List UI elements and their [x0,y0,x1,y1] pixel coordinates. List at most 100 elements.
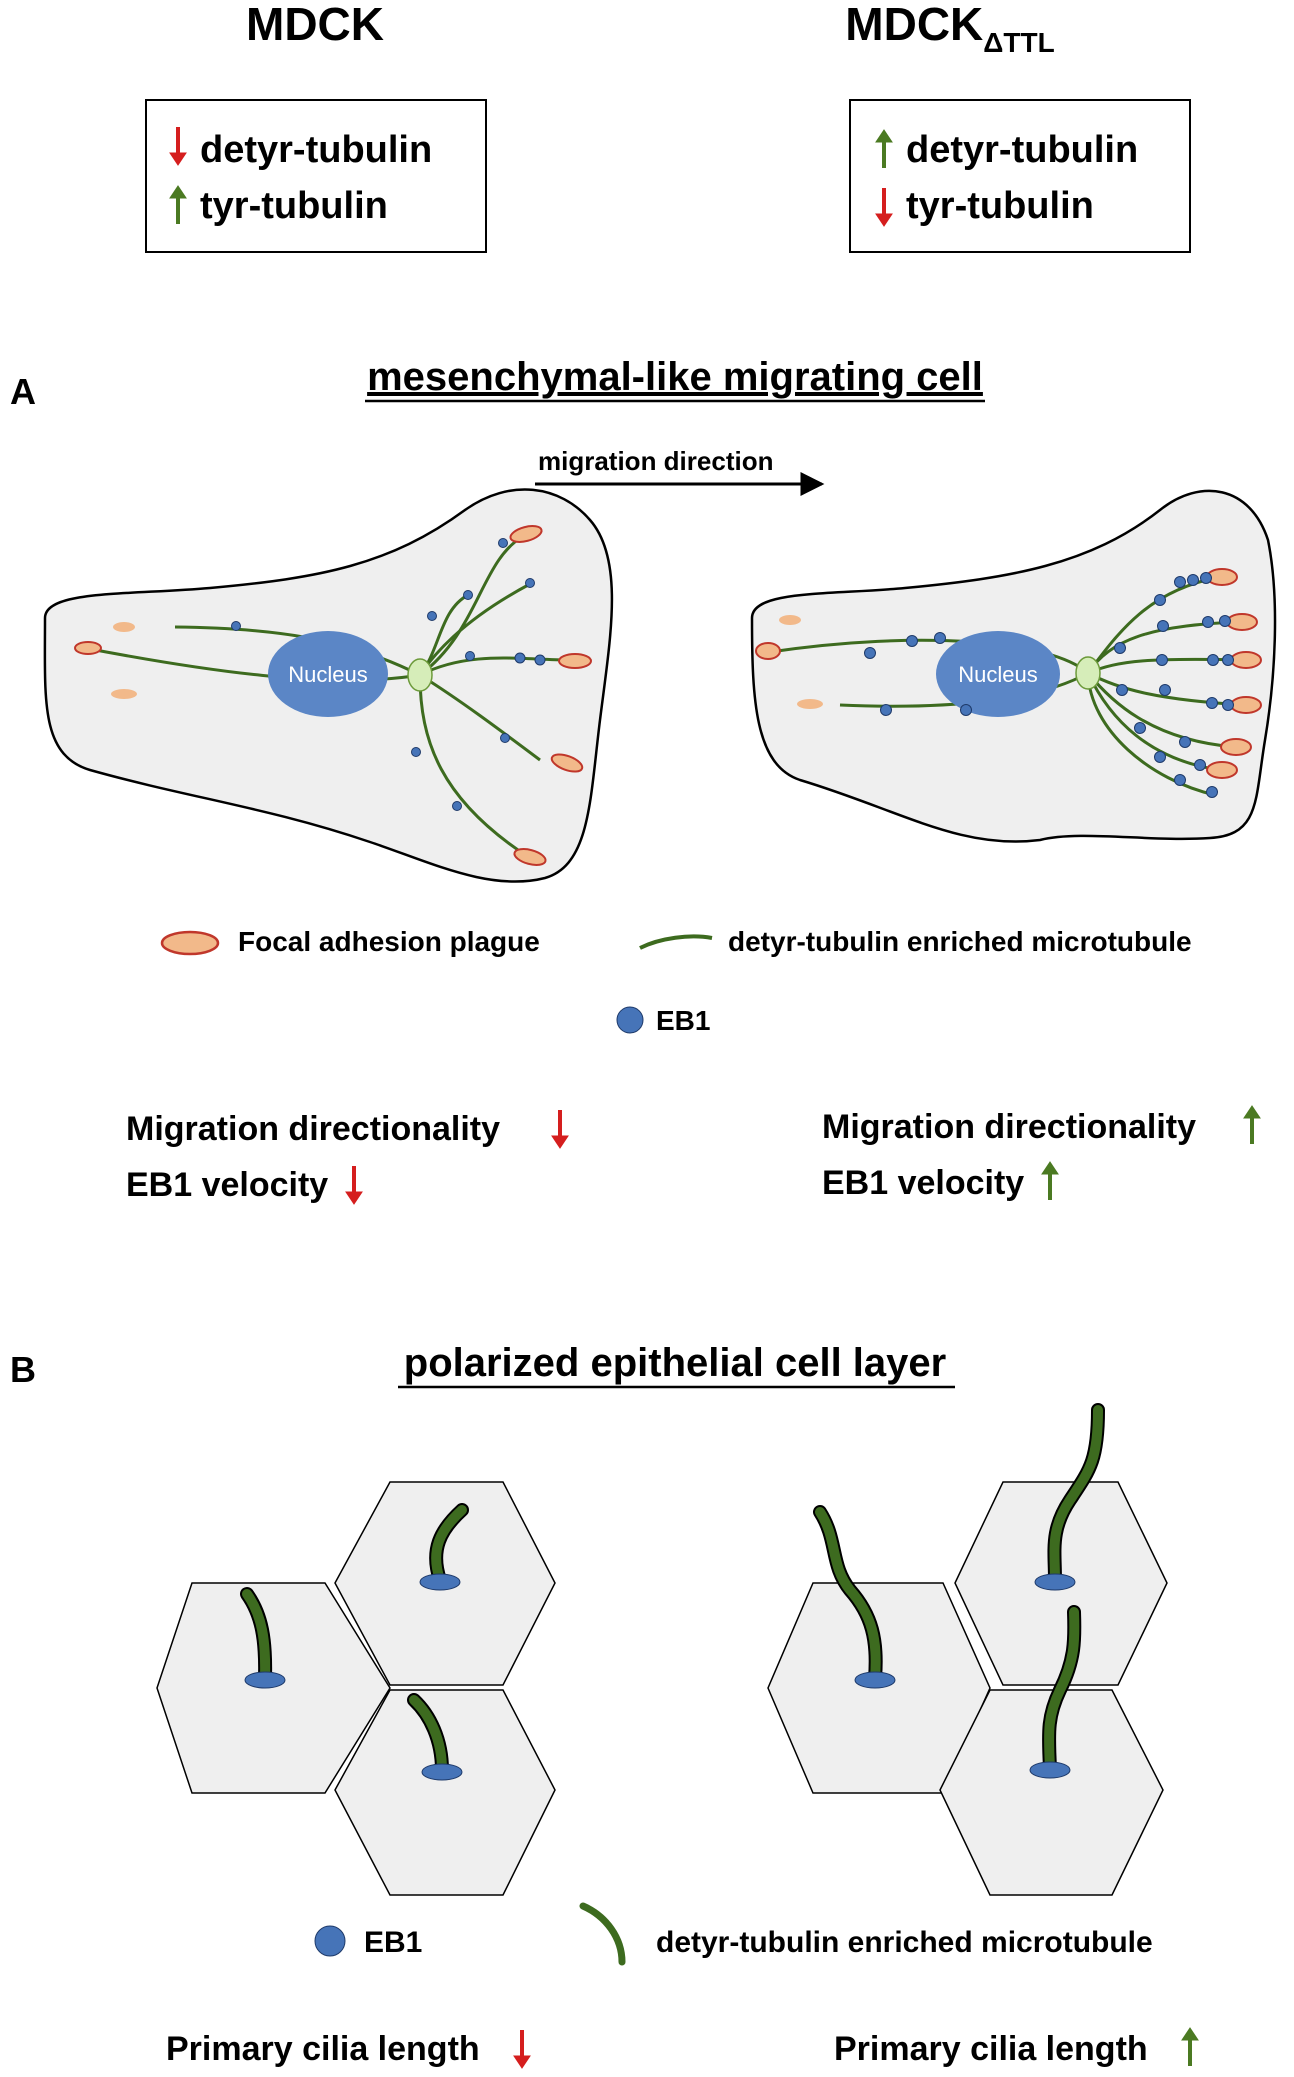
primary-cilium [240,1587,286,1689]
eb1-dot [1116,684,1128,696]
eb1-dot [1194,759,1206,771]
left-primary-cilia-length: Primary cilia length [166,2030,480,2068]
eb1-dot [906,635,918,647]
eb1-dot [465,651,475,661]
eb1-dot [463,590,473,600]
right-velocity-arrow-up [1040,1160,1060,1202]
focal-adhesion [1220,738,1252,756]
left-nucleus-label: Nucleus [288,662,367,687]
legend-microtubule-icon [639,934,713,950]
eb1-dot [960,704,972,716]
left-migrating-cell: Nucleus [43,488,614,883]
left-directionality-arrow-down [550,1108,570,1150]
left-cilia [240,1503,469,1781]
left-title: MDCK [246,0,384,50]
legend-b-microtubule-label: detyr-tubulin enriched microtubule [656,1926,1153,1959]
eb1-dot [500,733,510,743]
right-cilia-arrow-up [1180,2026,1200,2068]
hexagon-cell [939,1689,1164,1896]
legend-microtubule-label: detyr-tubulin enriched microtubule [728,926,1192,957]
eb1-dot [1174,576,1186,588]
eb1-dot [1114,642,1126,654]
eb1-dot [1134,722,1146,734]
eb1-dot [534,654,546,666]
primary-cilium [419,1503,469,1591]
eb1-dot [427,611,437,621]
eb1-dot [1222,699,1234,711]
left-epithelial-layer [156,1481,556,1896]
right-box-arrow-down [874,186,894,228]
eb1-dot [1159,684,1171,696]
left-velocity-arrow-down [344,1164,364,1206]
legend-eb1-label: EB1 [656,1005,710,1036]
panel-a-letter: A [10,371,36,412]
eb1-dot [1206,786,1218,798]
focal-adhesion-inactive [113,622,135,632]
left-box-row-1: detyr-tubulin [200,129,432,171]
right-nucleus [936,631,1060,717]
right-title: MDCKΔTTL [845,0,1054,58]
focal-adhesion [74,641,102,655]
focal-adhesion [513,848,547,866]
eb1-dot [231,621,241,631]
primary-cilium [1034,1403,1105,1591]
eb1-dot [1207,654,1219,666]
right-tubulin-box [849,99,1191,253]
eb1-dot [1187,574,1199,586]
eb1-dot [525,578,535,588]
right-migration-directionality: Migration directionality [822,1108,1196,1146]
right-title-main: MDCK [845,0,983,50]
legend-eb1-icon [616,1006,644,1034]
right-box-arrow-up [874,128,894,170]
right-centrosome [1075,656,1101,690]
focal-adhesion-inactive [779,615,801,625]
eb1-dot [1206,697,1218,709]
focal-adhesion [755,642,781,660]
legend-b-eb1-icon [314,1925,346,1957]
eb1-dot [1157,620,1169,632]
focal-adhesion [509,525,543,543]
focal-adhesion [1206,761,1238,779]
eb1-dot [1174,774,1186,786]
primary-cilium [407,1693,463,1781]
legend-focal-adhesion-icon [160,930,220,956]
right-focal-adhesions [755,568,1262,779]
left-nucleus [268,631,388,717]
focal-adhesion [1230,696,1262,714]
hexagon-cell [156,1582,391,1794]
basal-body-eb1 [421,1763,463,1781]
focal-adhesion [558,653,592,669]
right-eb1-velocity: EB1 velocity [822,1164,1024,1202]
left-eb1-velocity: EB1 velocity [126,1166,328,1204]
eb1-dot [1200,572,1212,584]
panel-b-title: polarized epithelial cell layer [404,1341,946,1385]
focal-adhesion-inactive [797,699,823,709]
hexagon-cell [334,1689,556,1896]
right-migrating-cell: Nucleus [750,489,1277,843]
primary-cilium [813,1505,896,1689]
eb1-dot [452,801,462,811]
basal-body-eb1 [1034,1573,1076,1591]
left-focal-adhesions [74,525,592,866]
eb1-dot [1222,654,1234,666]
basal-body-eb1 [419,1573,461,1591]
eb1-dot [1156,654,1168,666]
eb1-dot [411,747,421,757]
right-nucleus-label: Nucleus [958,662,1037,687]
basal-body-eb1 [244,1671,286,1689]
left-migration-directionality: Migration directionality [126,1110,500,1148]
right-eb1-dots [864,572,1234,798]
legend-b-eb1-label: EB1 [364,1926,422,1959]
right-box-row-2: tyr-tubulin [906,185,1094,227]
eb1-dot [498,538,508,548]
eb1-dot [514,652,526,664]
eb1-dot [880,704,892,716]
eb1-dot [1202,616,1214,628]
focal-adhesion-inactive [111,689,137,699]
eb1-dot [1154,594,1166,606]
left-box-row-2: tyr-tubulin [200,185,388,227]
panel-b-letter: B [10,1349,36,1390]
left-box-arrow-up [168,184,188,226]
basal-body-eb1 [1029,1761,1071,1779]
eb1-dot [934,632,946,644]
